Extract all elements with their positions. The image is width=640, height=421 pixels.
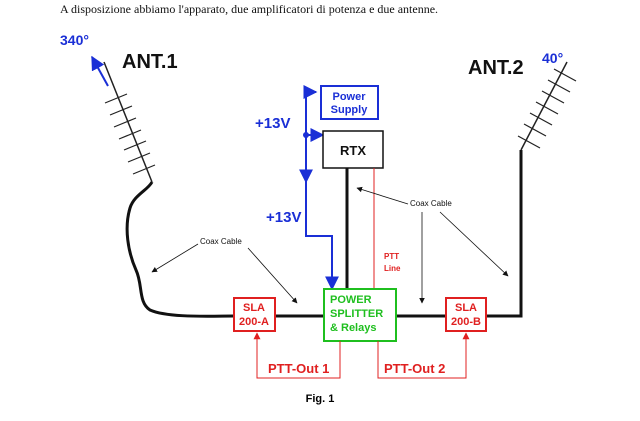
antenna-1-label: ANT.1: [122, 51, 178, 73]
splitter-line2: SPLITTER: [330, 308, 383, 320]
intro-text: A disposizione abbiamo l'apparato, due a…: [60, 2, 439, 16]
power-supply-line2: Supply: [331, 104, 369, 116]
ptt-out-wiring: [253, 332, 470, 379]
power-supply-line1: Power: [332, 91, 366, 103]
antenna-2: [517, 61, 577, 151]
coax-ant1-to-amp-a: [125, 181, 235, 318]
amplifier-b-line1: SLA: [455, 302, 477, 314]
power-splitter-box: [323, 288, 397, 342]
ptt-line-label-1: PTT: [384, 252, 399, 261]
splitter-line3: & Relays: [330, 322, 376, 334]
splitter-line1: POWER: [330, 294, 372, 306]
ptt-out-2-label: PTT-Out 2: [384, 361, 445, 376]
coax-callout-right-arrows: [356, 186, 509, 304]
antenna-1-direction-arrow: [91, 55, 109, 87]
rtx-label: RTX: [340, 143, 366, 158]
rtx-box: [322, 130, 384, 169]
amplifier-a-line1: SLA: [243, 302, 265, 314]
figure-caption: Fig. 1: [305, 393, 335, 405]
power-supply-box: [320, 85, 379, 120]
amplifier-b-box: [445, 297, 487, 332]
amplifier-a-line2: 200-A: [239, 316, 269, 328]
ptt-out-1-label: PTT-Out 1: [268, 361, 329, 376]
antenna-2-angle: 40°: [542, 50, 563, 66]
coax-label-left: Coax Cable: [200, 237, 242, 246]
coax-label-right: Coax Cable: [410, 199, 452, 208]
antenna-2-label: ANT.2: [468, 57, 524, 79]
power-junction: [303, 132, 309, 138]
coax-callout-left-arrows: [151, 243, 298, 304]
voltage-label-bottom: +13V: [266, 209, 301, 226]
amplifier-a-box: [233, 297, 276, 332]
power-wiring: [299, 85, 348, 291]
antenna-1-angle: 340°: [60, 32, 89, 48]
coax-amp-b-to-ant2: [486, 150, 523, 318]
ptt-line-label-2: Line: [384, 264, 401, 273]
amplifier-b-line2: 200-B: [451, 316, 481, 328]
voltage-label-top: +13V: [255, 115, 290, 132]
antenna-1: [103, 61, 156, 183]
